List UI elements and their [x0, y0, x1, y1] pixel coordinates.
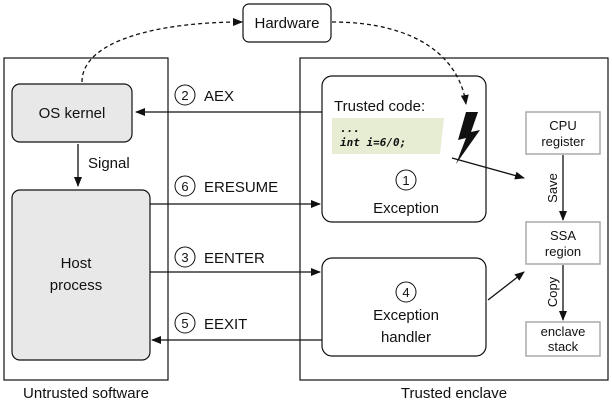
ssa-region-label-1: SSA — [550, 228, 576, 243]
step-2-circle — [174, 84, 196, 106]
exception-handler-box — [321, 257, 487, 357]
cpu-register-label-2: register — [541, 134, 585, 149]
handler-to-ssa-arrow — [487, 271, 525, 301]
os-kernel-label: OS kernel — [39, 105, 106, 122]
exception-to-cpu-arrow — [451, 157, 525, 180]
step-6-circle — [174, 175, 196, 197]
code-snippet-background — [332, 118, 444, 154]
step-6-number: 6 — [181, 179, 188, 194]
code-line-2: int i=6/0; — [340, 136, 406, 149]
cpu-register-label-1: CPU — [549, 118, 576, 133]
step-1-number: 1 — [402, 173, 409, 188]
hardware-to-exception-dashed-arrow — [331, 21, 469, 105]
host-process-label-1: Host — [61, 255, 93, 272]
hardware-label: Hardware — [254, 15, 319, 32]
host-process-label-2: process — [50, 277, 103, 294]
exception-handler-label-2: handler — [381, 329, 431, 346]
trusted-enclave-label: Trusted enclave — [401, 385, 507, 402]
enclave-stack-label-1: enclave — [541, 324, 586, 339]
hardware-box — [242, 3, 332, 43]
exception-label: Exception — [373, 200, 439, 217]
enclave-stack-box — [525, 321, 601, 357]
step-3-circle — [174, 246, 196, 268]
code-line-1: ... — [340, 122, 360, 135]
ssa-region-label-2: region — [545, 244, 581, 259]
step-2-number: 2 — [181, 88, 188, 103]
eenter-label: EENTER — [204, 250, 265, 267]
eresume-label: ERESUME — [204, 179, 278, 196]
copy-label: Copy — [545, 276, 560, 307]
eexit-label: EEXIT — [204, 316, 247, 333]
step-3-number: 3 — [181, 250, 188, 265]
step-4-number: 4 — [402, 285, 409, 300]
untrusted-software-label: Untrusted software — [23, 385, 149, 402]
enclave-stack-label-2: stack — [548, 339, 579, 354]
step-5-number: 5 — [181, 316, 188, 331]
lightning-icon — [456, 112, 480, 164]
signal-label: Signal — [88, 155, 130, 172]
step-4-circle — [395, 281, 417, 303]
step-1-circle — [395, 169, 417, 191]
trusted-code-title: Trusted code: — [334, 98, 425, 115]
exception-handler-label-1: Exception — [373, 307, 439, 324]
cpu-register-box — [525, 111, 601, 155]
hardware-to-kernel-dashed-arrow — [81, 18, 243, 83]
host-process-box — [11, 189, 151, 361]
aex-label: AEX — [204, 88, 234, 105]
ssa-region-box — [525, 221, 601, 265]
step-5-circle — [174, 312, 196, 334]
save-label: Save — [545, 173, 560, 203]
os-kernel-box — [11, 83, 133, 143]
